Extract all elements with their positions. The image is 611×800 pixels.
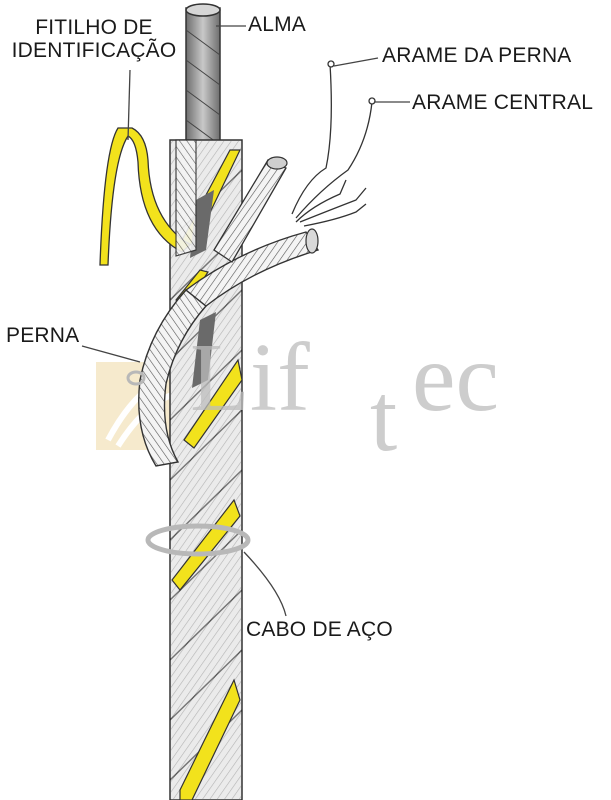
leader-fitilho [127, 69, 131, 141]
upper-strand [175, 139, 288, 263]
leader-arame-perna [333, 57, 379, 67]
watermark-text-t: t [370, 364, 398, 472]
fitilho-ribbon [99, 127, 192, 266]
leader-perna [81, 345, 141, 363]
label-cabo-de-aco: CABO DE AÇO [246, 618, 393, 641]
label-fitilho-line1: FITILHO DE [35, 16, 153, 39]
label-perna: PERNA [6, 324, 80, 347]
leader-lines [81, 25, 410, 617]
leader-cabo [243, 551, 287, 617]
label-fitilho: FITILHO DE IDENTIFICAÇÃO [4, 16, 184, 62]
label-fitilho-line2: IDENTIFICAÇÃO [11, 39, 177, 63]
alma-core [185, 3, 221, 159]
watermark-text-lif: Lif [190, 324, 310, 432]
label-arame-da-perna: ARAME DA PERNA [382, 44, 572, 67]
perna-strand [138, 228, 320, 467]
label-alma: ALMA [248, 13, 306, 36]
cabo-ring [126, 370, 251, 557]
loose-wires [291, 60, 376, 227]
watermark-text-ec: ec [412, 324, 499, 432]
label-arame-central: ARAME CENTRAL [412, 91, 594, 114]
